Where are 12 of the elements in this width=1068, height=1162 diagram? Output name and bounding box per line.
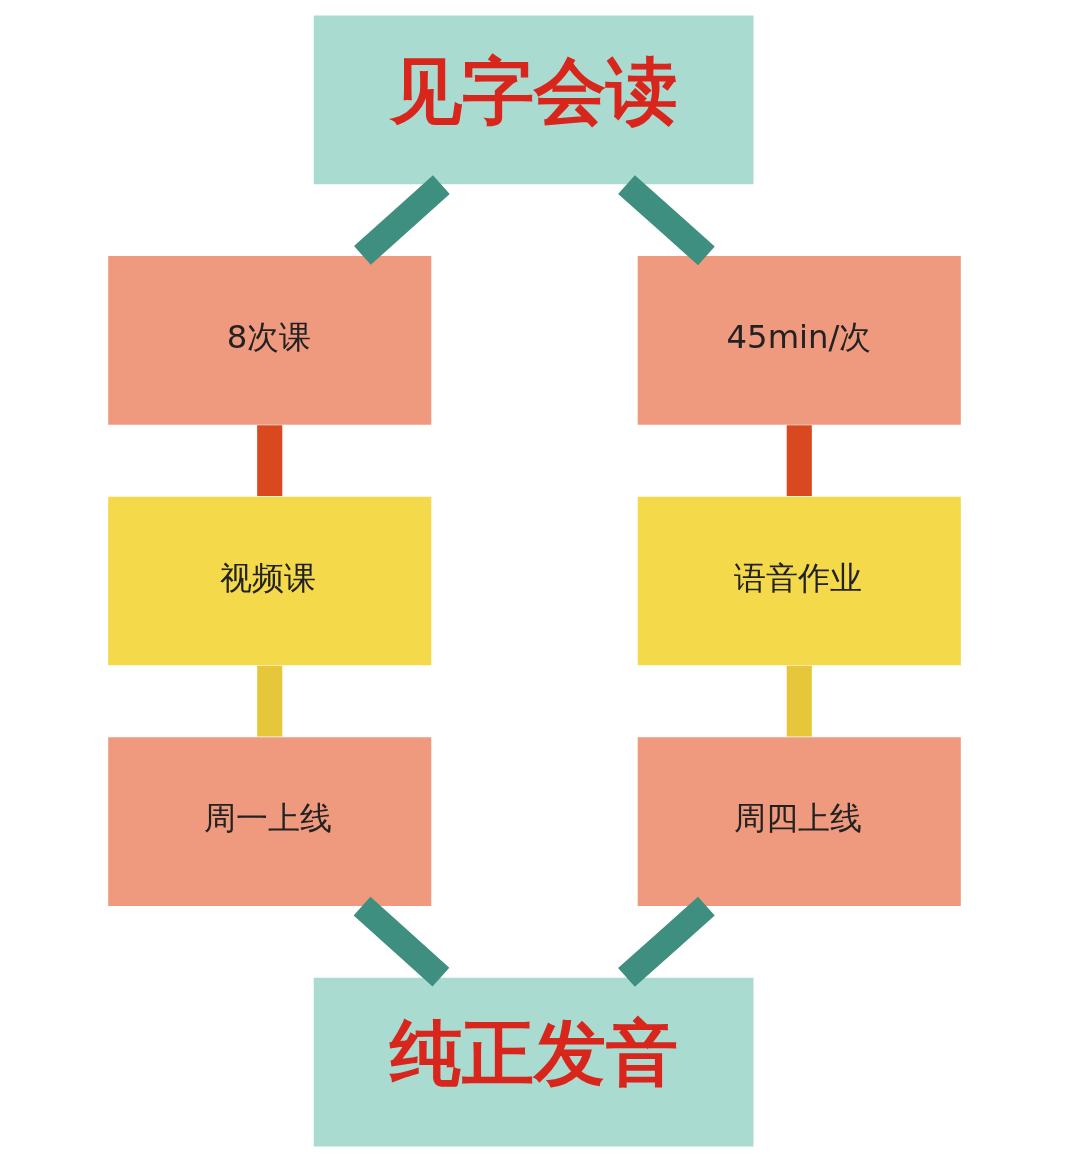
- node-box: 周一上线: [107, 737, 431, 906]
- node-box: 语音作业: [637, 496, 961, 666]
- node-box: 见字会读: [313, 15, 753, 185]
- node-box: 45min/次: [637, 256, 961, 425]
- connector: [256, 425, 282, 496]
- connector: [256, 665, 282, 737]
- connector: [786, 425, 812, 496]
- node-box: 视频课: [107, 496, 431, 666]
- node-box: 周四上线: [637, 737, 961, 906]
- node-box: 纯正发音: [313, 977, 753, 1147]
- node-box: 8次课: [107, 256, 431, 425]
- connector: [786, 665, 812, 737]
